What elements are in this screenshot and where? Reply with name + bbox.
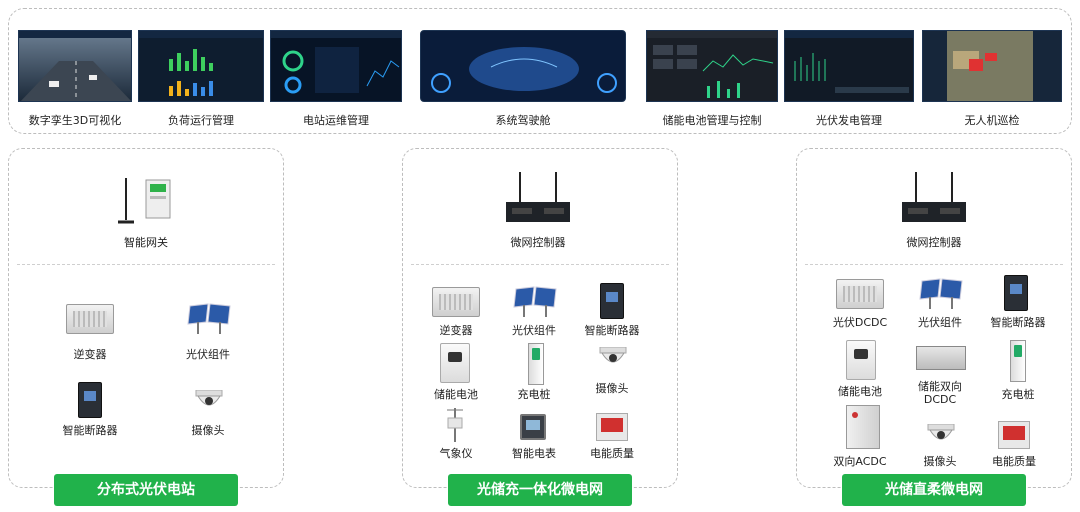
- pv-label: 光伏组件: [512, 324, 556, 337]
- battery-label: 储能电池: [434, 388, 478, 401]
- battery-mgmt-screenshot: [646, 30, 778, 102]
- camera-label: 摄像头: [923, 455, 957, 468]
- cockpit-screenshot: [420, 30, 626, 102]
- breaker-label: 智能断路器: [990, 316, 1046, 329]
- camera-icon: [599, 347, 627, 363]
- controller-label: 微网控制器: [906, 236, 962, 249]
- power-quality-icon: [596, 413, 628, 441]
- weather-label: 气象仪: [439, 447, 473, 460]
- charging-pile-icon: [1010, 340, 1026, 382]
- battery-label: 储能电池: [838, 385, 882, 398]
- inverter-icon: [432, 287, 480, 317]
- pv-dcdc-icon: [836, 279, 884, 309]
- acdc-label: 双向ACDC: [833, 455, 887, 468]
- power-quality-label: 电能质量: [992, 455, 1036, 468]
- top-label-station-ops: 电站运维管理: [303, 114, 369, 127]
- solar-panel-icon: [513, 286, 557, 317]
- top-label-3d-twin: 数字孪生3D可视化: [28, 114, 122, 127]
- top-label-drone: 无人机巡检: [964, 114, 1020, 127]
- microgrid-controller-icon: [506, 172, 570, 222]
- pv-dcdc-label: 光伏DCDC: [832, 316, 888, 329]
- controller-label: 微网控制器: [510, 236, 566, 249]
- camera-label: 摄像头: [191, 424, 225, 437]
- battery-icon: [846, 340, 876, 380]
- breaker-icon: [78, 382, 102, 418]
- top-label-cockpit: 系统驾驶舱: [495, 114, 551, 127]
- camera-icon: [195, 390, 223, 406]
- power-quality-label: 电能质量: [590, 447, 634, 460]
- smart-meter-icon: [520, 414, 546, 440]
- banner-pv-storage-charging: 光储充一体化微电网: [448, 474, 632, 506]
- banner-distributed-pv: 分布式光伏电站: [54, 474, 238, 506]
- inverter-label: 逆变器: [73, 348, 107, 361]
- charger-label: 充电桩: [1001, 388, 1035, 401]
- smart-gateway-icon: [118, 178, 171, 224]
- pv-mgmt-screenshot: [784, 30, 914, 102]
- breaker-icon: [1004, 275, 1028, 311]
- breaker-label: 智能断路器: [62, 424, 118, 437]
- drone-inspection-screenshot: [922, 30, 1062, 102]
- top-label-pv: 光伏发电管理: [816, 114, 882, 127]
- storage-dcdc-label-2: DCDC: [923, 393, 957, 406]
- station-ops-screenshot: [270, 30, 402, 102]
- charging-pile-icon: [528, 343, 544, 385]
- breaker-icon: [600, 283, 624, 319]
- camera-label: 摄像头: [595, 382, 629, 395]
- banner-pv-storage-dc-flex: 光储直柔微电网: [842, 474, 1026, 506]
- storage-dcdc-label-1: 储能双向: [918, 380, 962, 393]
- pv-label: 光伏组件: [186, 348, 230, 361]
- inverter-label: 逆变器: [439, 324, 473, 337]
- bidirectional-acdc-icon: [846, 405, 880, 449]
- meter-label: 智能电表: [512, 447, 556, 460]
- storage-dcdc-icon: [916, 346, 966, 370]
- top-label-load: 负荷运行管理: [168, 114, 234, 127]
- weather-station-icon: [447, 408, 463, 442]
- 3d-twin-screenshot: [18, 30, 132, 102]
- power-quality-icon: [998, 421, 1030, 449]
- pv-label: 光伏组件: [918, 316, 962, 329]
- gateway-label: 智能网关: [124, 236, 168, 249]
- top-label-battery: 储能电池管理与控制: [662, 114, 762, 127]
- charger-label: 充电桩: [517, 388, 551, 401]
- camera-icon: [927, 424, 955, 440]
- solar-panel-icon: [187, 303, 231, 334]
- solar-panel-icon: [919, 278, 963, 309]
- breaker-label: 智能断路器: [584, 324, 640, 337]
- software-platform-strip: [8, 8, 1072, 134]
- load-management-screenshot: [138, 30, 264, 102]
- battery-icon: [440, 343, 470, 383]
- microgrid-controller-icon: [902, 172, 966, 222]
- inverter-icon: [66, 304, 114, 334]
